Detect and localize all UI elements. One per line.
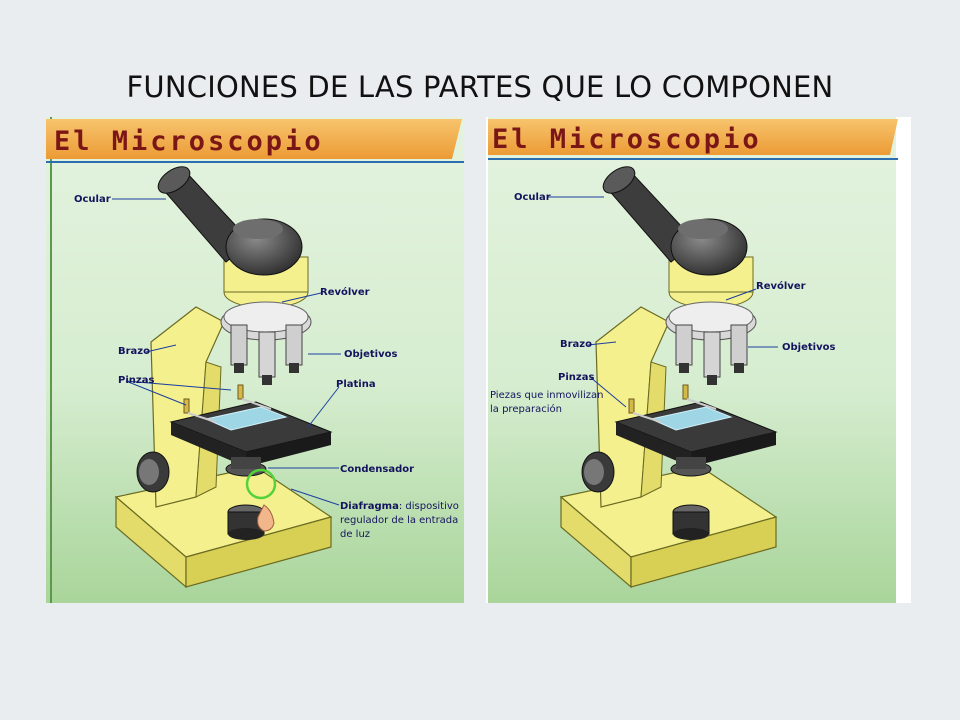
panel-border <box>486 117 488 603</box>
hand-icon <box>257 504 275 532</box>
label-revolver: Revólver <box>320 286 370 298</box>
label-pinzas: Pinzas <box>118 375 154 386</box>
panel-border <box>50 117 52 603</box>
label-pinzas-desc-2: la preparación <box>490 403 562 415</box>
label-ocular: Ocular <box>514 192 551 203</box>
microscope-diagram-right: El Microscopio Ocular Revólver Brazo Obj… <box>486 117 911 603</box>
label-diafragma: Diafragma: dispositivo <box>340 501 459 512</box>
banner-title: El Microscopio <box>492 124 762 155</box>
label-condensador: Condensador <box>340 464 414 475</box>
label-ocular: Ocular <box>74 194 111 205</box>
label-objetivos: Objetivos <box>782 342 835 353</box>
label-revolver: Revólver <box>756 280 806 292</box>
label-pinzas: Pinzas <box>558 372 594 383</box>
label-brazo: Brazo <box>118 346 150 357</box>
slide-title: FUNCIONES DE LAS PARTES QUE LO COMPONEN <box>126 70 834 104</box>
label-objetivos: Objetivos <box>344 349 397 360</box>
microscope-diagram-left: El Microscopio Ocular Revólver Brazo Obj… <box>46 117 464 603</box>
banner-shape <box>488 119 898 155</box>
diafragma-highlight-circle <box>245 468 277 500</box>
label-brazo: Brazo <box>560 339 592 350</box>
banner-title: El Microscopio <box>54 126 324 157</box>
label-platina: Platina <box>336 379 376 390</box>
label-diafragma-desc-2: regulador de la entrada <box>340 515 458 526</box>
label-diafragma-desc-3: de luz <box>340 529 370 540</box>
banner-shape <box>46 119 462 159</box>
panel-right-margin <box>896 117 911 603</box>
label-pinzas-desc-1: Piezas que inmovilizan <box>490 390 603 401</box>
